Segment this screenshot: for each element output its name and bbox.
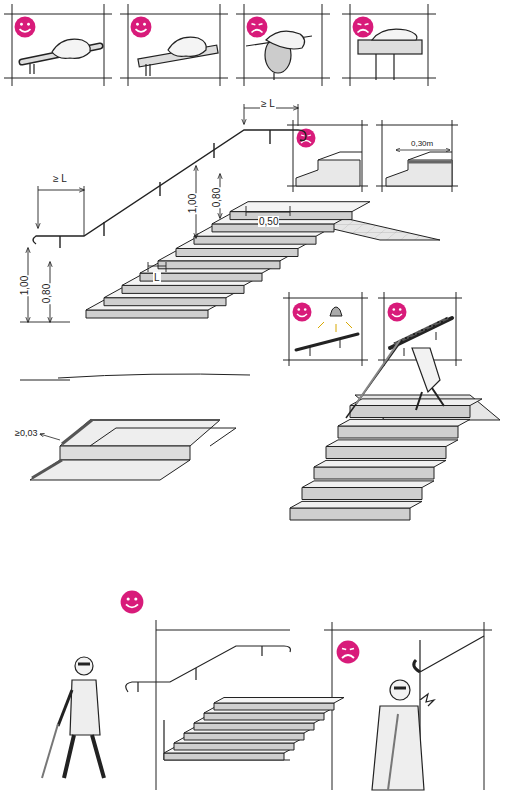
- staircase-with-person: [290, 395, 500, 520]
- dimension-label: L: [153, 272, 161, 283]
- dimension-lines: [20, 104, 298, 322]
- stair-step: [122, 285, 244, 293]
- stair-step: [338, 419, 470, 426]
- stair-step: [194, 236, 316, 244]
- stair-step: [350, 399, 482, 406]
- stair-step: [314, 460, 446, 467]
- stair-step: [314, 467, 434, 479]
- dimension-label: 0,80: [41, 283, 52, 304]
- stair-step: [326, 447, 446, 459]
- stair-step: [302, 481, 434, 488]
- stair-step: [176, 249, 298, 257]
- dimension-label: 1,00: [19, 275, 30, 296]
- blind-person: [42, 657, 104, 778]
- collision-scene: [372, 636, 484, 790]
- dimension-label: 0,30m: [410, 138, 434, 149]
- stair-step: [204, 713, 324, 720]
- stair-step: [104, 298, 226, 306]
- person-descending: [346, 340, 444, 418]
- step-detail-panels: [296, 150, 452, 356]
- stair-step: [184, 733, 304, 740]
- stair-step: [230, 202, 370, 212]
- stair-step: [174, 743, 294, 750]
- handrail-profiles: [22, 29, 422, 80]
- wall-stair: [164, 698, 344, 761]
- stair-step: [230, 212, 352, 220]
- stair-step: [158, 261, 280, 269]
- dimension-label: 0,50: [258, 216, 279, 227]
- stair-step: [214, 703, 334, 710]
- step-nosing-detail: [30, 420, 236, 480]
- stair-step: [194, 723, 314, 730]
- stair-step: [326, 440, 458, 447]
- dimension-label: ≥0,03: [14, 428, 38, 439]
- stair-step: [350, 406, 470, 418]
- stair-step: [338, 426, 458, 438]
- stair-step: [86, 310, 208, 318]
- dimension-label: ≥ L: [260, 98, 276, 109]
- stair-step: [290, 508, 410, 520]
- dimension-label: 0,80: [211, 187, 222, 208]
- dimension-label: 1,00: [187, 193, 198, 214]
- stair-step: [290, 501, 422, 508]
- dimension-label: ≥ L: [52, 173, 68, 184]
- stair-step: [214, 698, 344, 704]
- stair-step: [164, 753, 284, 760]
- handrail: [33, 130, 306, 248]
- staircase: [86, 202, 440, 318]
- stair-step: [302, 488, 422, 500]
